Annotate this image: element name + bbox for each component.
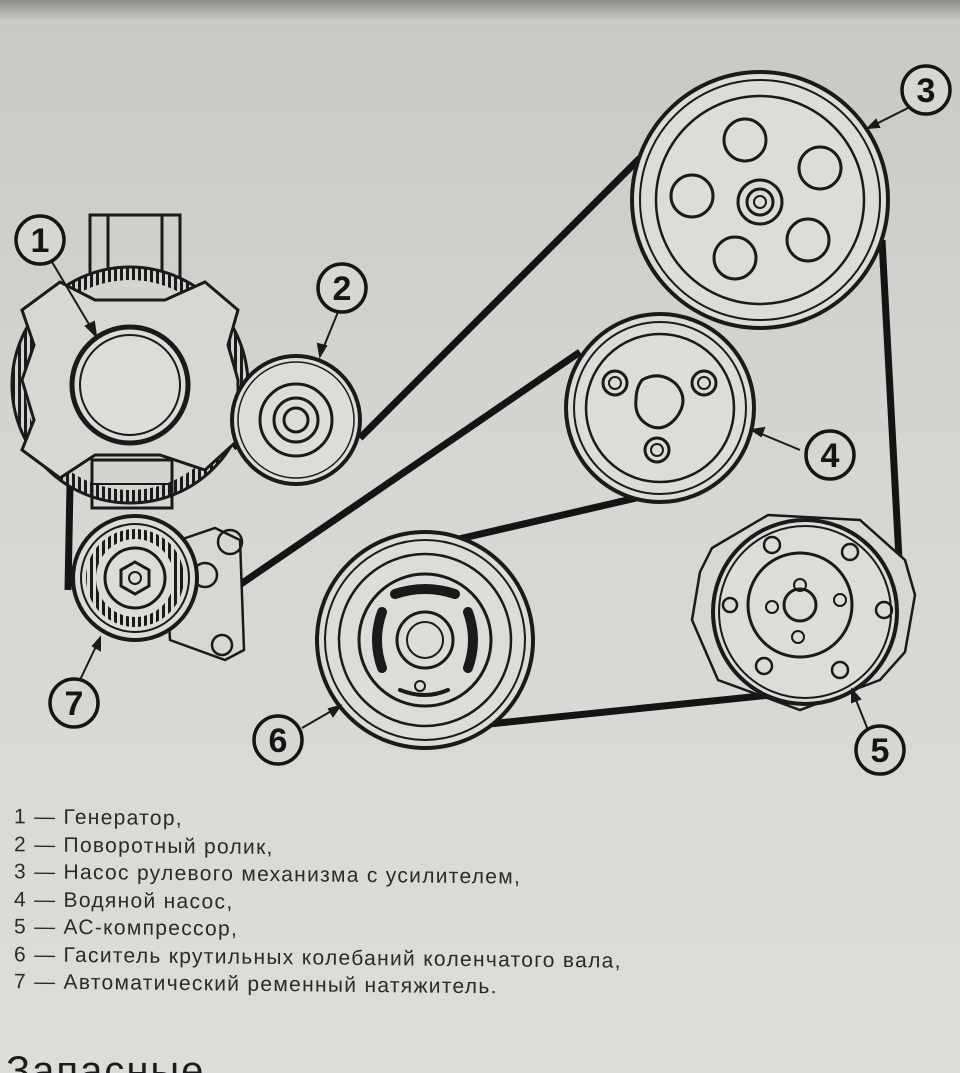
crankshaft-damper [315, 530, 535, 750]
callout-1-label: 1 [31, 222, 50, 260]
generator [10, 213, 250, 510]
top-shadow-band [0, 0, 960, 22]
truncated-heading: Запасные [6, 1049, 206, 1073]
legend: 1 — Генератор, 2 — Поворотный ролик, 3 —… [14, 805, 914, 1001]
callout-4-label: 4 [821, 437, 840, 475]
callout-7-label: 7 [65, 685, 84, 723]
ac-compressor [690, 513, 917, 712]
callout-2: 2 [316, 262, 368, 314]
leader-lines [51, 107, 909, 731]
callout-4: 4 [804, 429, 856, 481]
idler-pulley [230, 354, 362, 486]
callout-3: 3 [900, 64, 952, 116]
callout-1: 1 [14, 214, 66, 266]
callout-6: 6 [252, 714, 304, 766]
water-pump-pulley [564, 312, 756, 504]
belt-routing-diagram: 1 2 3 4 5 6 7 [10, 64, 952, 776]
automatic-belt-tensioner [71, 514, 246, 662]
callout-5-label: 5 [871, 732, 890, 770]
callout-2-label: 2 [333, 270, 352, 308]
callout-6-label: 6 [269, 722, 288, 760]
callout-3-label: 3 [917, 72, 936, 110]
callout-5: 5 [854, 724, 906, 776]
callout-7: 7 [48, 677, 100, 729]
power-steering-pump-pulley [630, 70, 890, 330]
